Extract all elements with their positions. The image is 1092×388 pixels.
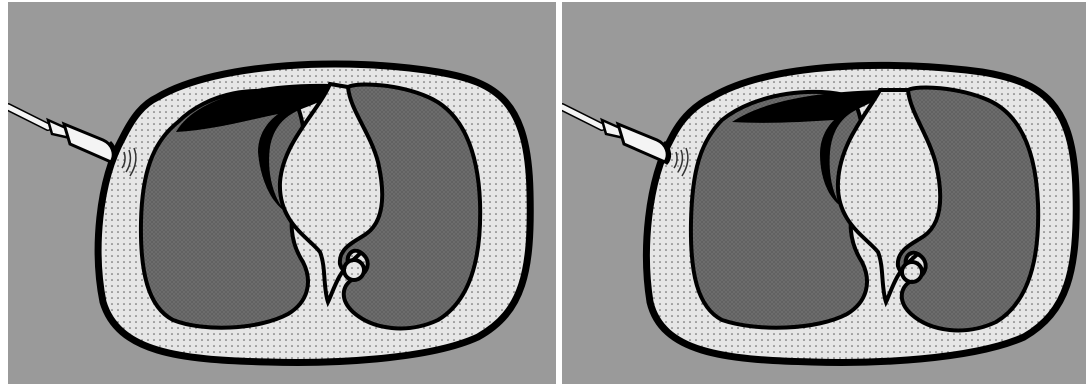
panel-right-drawing — [562, 2, 1086, 384]
panel-right — [562, 2, 1086, 384]
panel-left-drawing — [8, 2, 556, 384]
aorta — [344, 260, 364, 280]
aorta — [902, 262, 922, 282]
panel-left — [8, 2, 556, 384]
